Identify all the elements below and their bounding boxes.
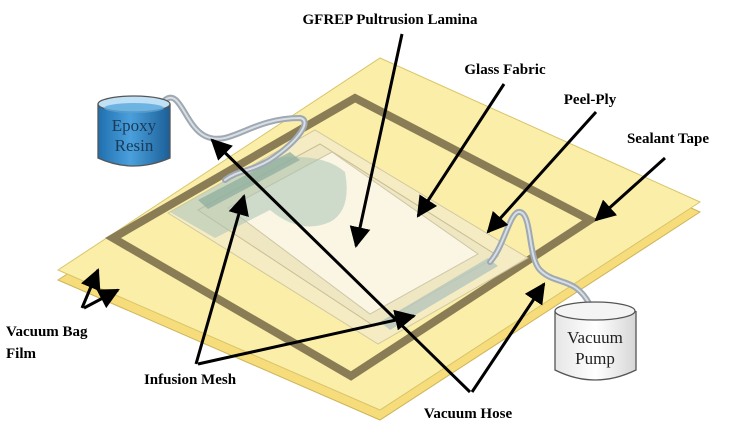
arrow-sealant-tape xyxy=(594,156,667,222)
infusion-mesh xyxy=(170,152,347,238)
vacuum-hose-inlet xyxy=(162,94,308,183)
label-sealant-tape: Sealant Tape xyxy=(627,131,709,147)
sealant-tape xyxy=(105,93,598,381)
resin-label-line2: Resin xyxy=(115,136,154,155)
pump-label-line1: Vacuum xyxy=(567,328,623,347)
arrow-vacuum-hose-2 xyxy=(470,282,546,393)
vacuum-pump: Vacuum Pump xyxy=(554,301,637,381)
label-peel-ply: Peel-Ply xyxy=(564,92,617,108)
resin-label-line1: Epoxy xyxy=(112,116,157,135)
arrow-glass-fabric xyxy=(416,83,506,218)
arrow-peel-ply xyxy=(486,110,598,234)
epoxy-resin-container: Epoxy Resin xyxy=(97,95,171,167)
label-vacuum-hose: Vacuum Hose xyxy=(424,406,513,422)
callout-labels: GFREP Pultrusion Lamina Glass Fabric Pee… xyxy=(6,12,709,422)
arrow-lamina xyxy=(349,33,404,249)
pump-label-line2: Pump xyxy=(575,349,615,368)
arrow-bag-film-2 xyxy=(83,288,120,310)
arrow-bag-film-1 xyxy=(80,268,101,309)
arrow-infusion-mesh-1 xyxy=(194,193,249,365)
label-vacuum-bag-film-line1: Vacuum Bag xyxy=(6,324,88,340)
label-glass-fabric: Glass Fabric xyxy=(464,62,546,78)
label-gfrep-lamina: GFREP Pultrusion Lamina xyxy=(302,12,478,28)
arrow-infusion-mesh-2 xyxy=(197,309,417,366)
label-infusion-mesh: Infusion Mesh xyxy=(144,372,237,388)
arrow-vacuum-hose-1 xyxy=(210,138,472,394)
annotation-arrows xyxy=(80,33,667,394)
label-vacuum-bag-film-line2: Film xyxy=(6,346,36,362)
